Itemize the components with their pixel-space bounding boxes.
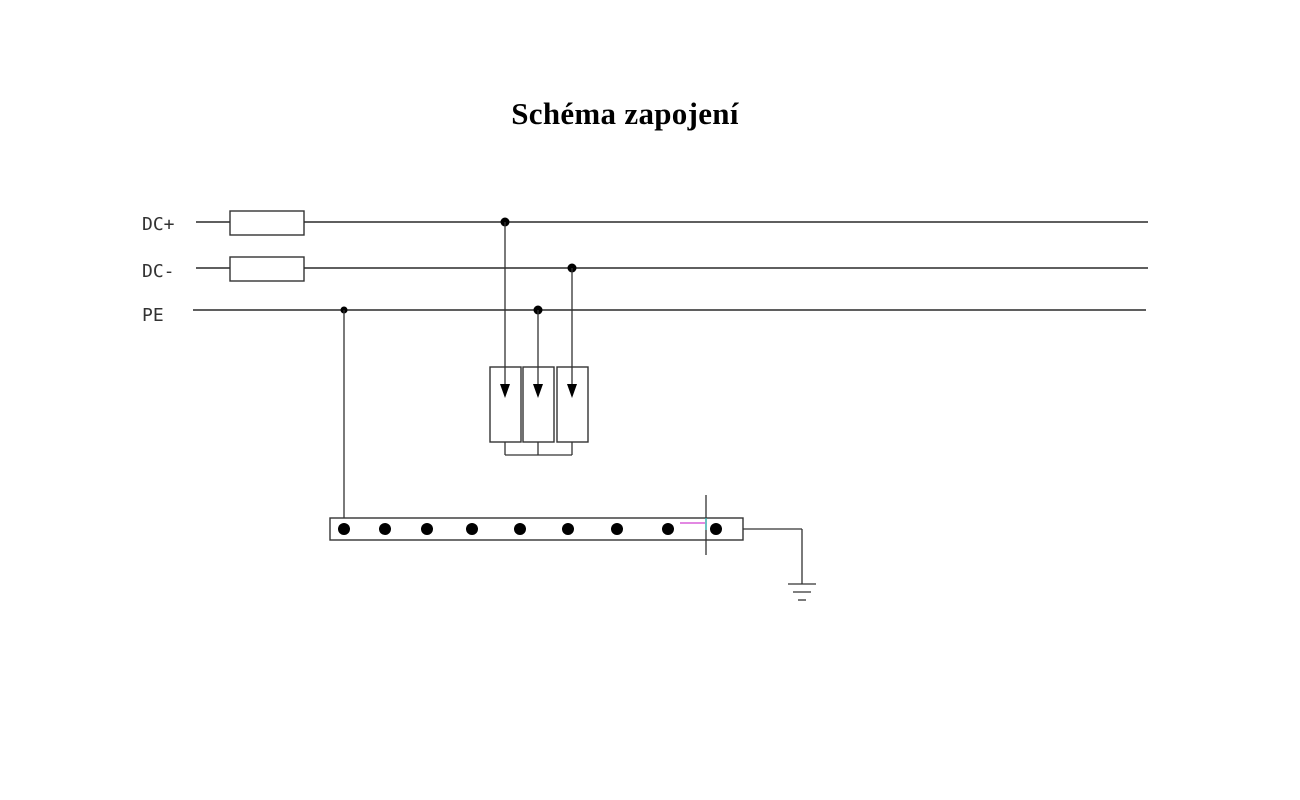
terminal bbox=[611, 523, 623, 535]
bus-label-pe: PE bbox=[142, 305, 164, 326]
terminal-strip-body bbox=[329, 517, 744, 541]
dc-minus-fuse bbox=[229, 256, 305, 282]
surge-protector bbox=[489, 222, 589, 456]
dc-plus-fuse bbox=[229, 210, 305, 236]
dc-plus-bus bbox=[196, 210, 1148, 236]
spd-arrow-icon bbox=[533, 384, 543, 398]
spd-arrow-icon bbox=[567, 384, 577, 398]
terminal bbox=[662, 523, 674, 535]
spd-arrow-icon bbox=[500, 384, 510, 398]
terminal bbox=[514, 523, 526, 535]
terminal bbox=[466, 523, 478, 535]
terminal bbox=[710, 523, 722, 535]
dc-minus-bus bbox=[196, 256, 1148, 282]
terminal bbox=[379, 523, 391, 535]
page-title: Schéma zapojení bbox=[511, 96, 739, 131]
ground-icon bbox=[788, 583, 816, 601]
terminal bbox=[562, 523, 574, 535]
terminal bbox=[421, 523, 433, 535]
terminal bbox=[338, 523, 350, 535]
ground-connection bbox=[743, 528, 816, 601]
bus-label-dc-minus: DC- bbox=[142, 261, 175, 282]
diagram-panel bbox=[128, 190, 1158, 605]
bus-label-dc-plus: DC+ bbox=[142, 214, 175, 235]
